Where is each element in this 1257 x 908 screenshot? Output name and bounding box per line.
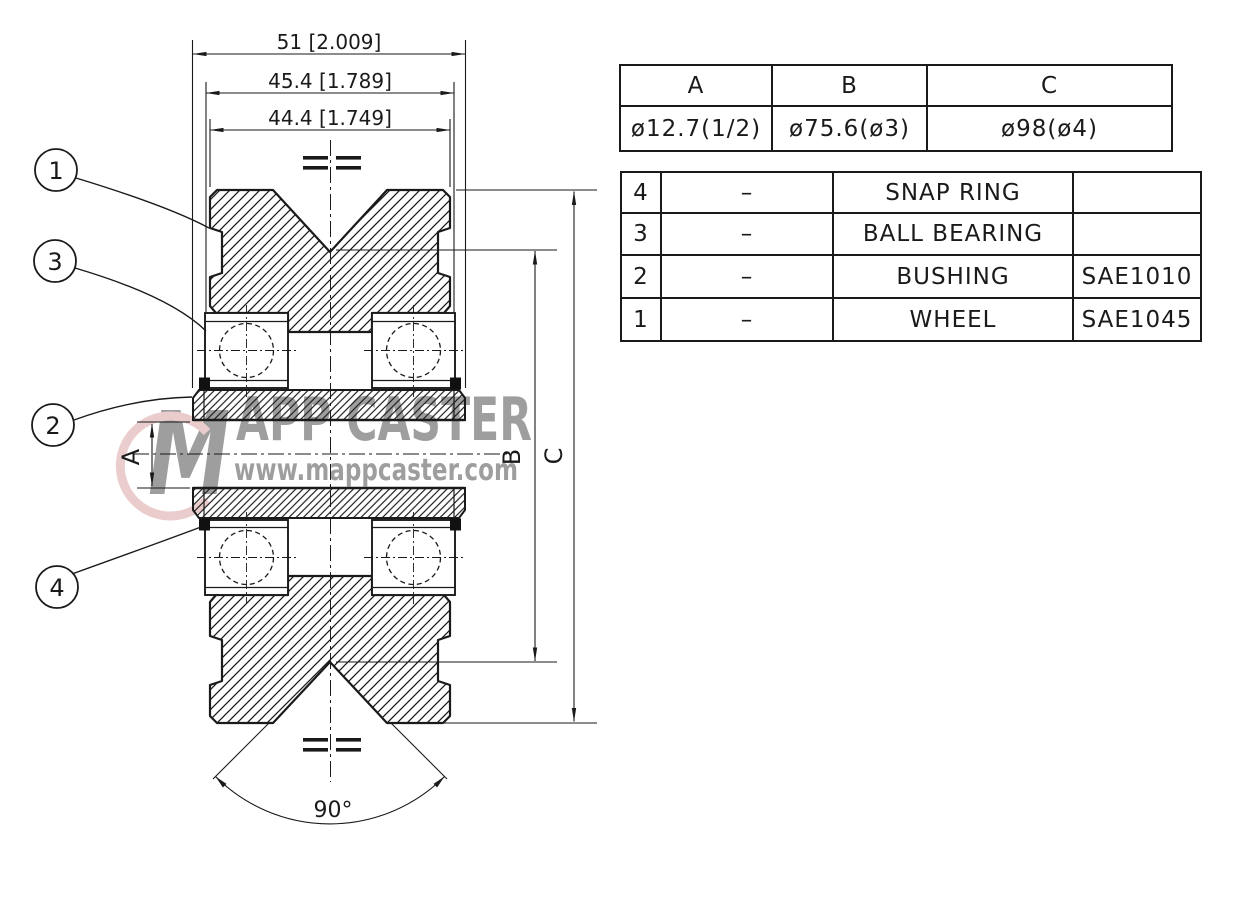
part-material xyxy=(1074,214,1200,256)
balloon-number: 3 xyxy=(47,248,62,276)
part-material: SAE1045 xyxy=(1081,306,1193,333)
dim-label-wheel: 44.4 [1.749] xyxy=(268,106,392,130)
dim-wheel-width xyxy=(209,119,451,187)
balloon-circle xyxy=(35,565,79,609)
part-material: SAE1010 xyxy=(1074,256,1200,299)
part-qty: – xyxy=(662,256,834,299)
dim-label-A: A xyxy=(117,448,145,465)
bushing-wall-bottom xyxy=(192,487,466,519)
snap-rings xyxy=(199,377,461,531)
balloon-number: 4 xyxy=(49,574,64,602)
snap-ring-icon xyxy=(199,377,210,390)
part-description: WHEEL xyxy=(834,299,1074,340)
part-item-number: 3 xyxy=(622,214,662,256)
watermark-swoosh xyxy=(115,411,211,521)
balloon-number: 2 xyxy=(45,412,60,440)
part-item-number: 1 xyxy=(622,299,662,340)
snap-ring-icon xyxy=(450,518,461,531)
dim-overall-width xyxy=(191,40,467,388)
dim-table-value-a: ø12.7(1/2) xyxy=(621,107,773,150)
snap-ring-icon xyxy=(450,377,461,390)
part-description: BUSHING xyxy=(834,256,1074,299)
balloon-circle xyxy=(33,239,77,283)
balloon-4: 4 xyxy=(35,526,202,609)
bushing-wall-top xyxy=(192,389,466,421)
leader-line xyxy=(71,526,202,575)
symmetry-symbol-top xyxy=(303,156,361,170)
balloon-callouts: 1 3 2 4 xyxy=(31,148,210,609)
leader-line xyxy=(73,396,193,421)
ball-centerlines xyxy=(197,305,463,604)
bearing-race-lines xyxy=(205,320,455,589)
part-qty: – xyxy=(662,173,834,214)
balloon-3: 3 xyxy=(33,239,207,332)
part-item-number: 4 xyxy=(622,173,662,214)
bushing-end-steps xyxy=(203,390,455,518)
dimension-labels: 51 [2.009] 45.4 [1.789] 44.4 [1.749] A B… xyxy=(117,30,568,823)
dimensions xyxy=(137,40,597,825)
dim-label-hub: 45.4 [1.789] xyxy=(268,69,392,93)
symmetry-symbol-bottom xyxy=(303,738,361,752)
centerlines xyxy=(133,140,507,782)
technical-drawing: M APP CASTER www.mappcaster.com xyxy=(31,30,597,825)
dim-label-B: B xyxy=(498,449,526,465)
balloon-1: 1 xyxy=(34,148,210,229)
part-description: BALL BEARING xyxy=(834,214,1074,256)
dim-label-angle: 90° xyxy=(314,798,353,823)
dim-label-C: C xyxy=(540,448,568,465)
part-item-number: 2 xyxy=(622,256,662,299)
part-qty: – xyxy=(662,214,834,256)
balloon-circle xyxy=(34,148,78,192)
dim-hub-width xyxy=(205,82,455,312)
bushing-bore-edges xyxy=(193,418,465,490)
dim-table-value-c: ø98(ø4) xyxy=(1001,115,1098,142)
dimension-table: A B C ø12.7(1/2) ø75.6(ø3) ø98(ø4) xyxy=(619,64,1173,152)
dim-table-header-b: B xyxy=(773,66,928,107)
leader-line xyxy=(75,177,210,229)
dim-groove-angle xyxy=(212,722,448,825)
dim-table-header-a: A xyxy=(621,66,773,107)
balloon-number: 1 xyxy=(48,157,63,185)
dim-outer-dia-C xyxy=(394,189,597,724)
dim-table-header-c: C xyxy=(928,66,1171,107)
part-description: SNAP RING xyxy=(834,173,1074,214)
snap-ring-icon xyxy=(199,518,210,531)
balloon-2: 2 xyxy=(31,396,193,447)
part-qty: – xyxy=(662,299,834,340)
part-material xyxy=(1074,173,1200,214)
dim-bore-A xyxy=(137,421,190,489)
bushing xyxy=(192,389,466,519)
parts-table: 4 – SNAP RING 3 – BALL BEARING 2 – BUSHI… xyxy=(620,171,1202,342)
watermark-url: www.mappcaster.com xyxy=(234,453,518,488)
leader-line xyxy=(74,267,207,332)
balloon-circle xyxy=(31,403,75,447)
dim-groove-dia-B xyxy=(336,249,557,663)
dim-label-overall: 51 [2.009] xyxy=(277,30,382,54)
dim-table-value-b: ø75.6(ø3) xyxy=(773,107,928,150)
